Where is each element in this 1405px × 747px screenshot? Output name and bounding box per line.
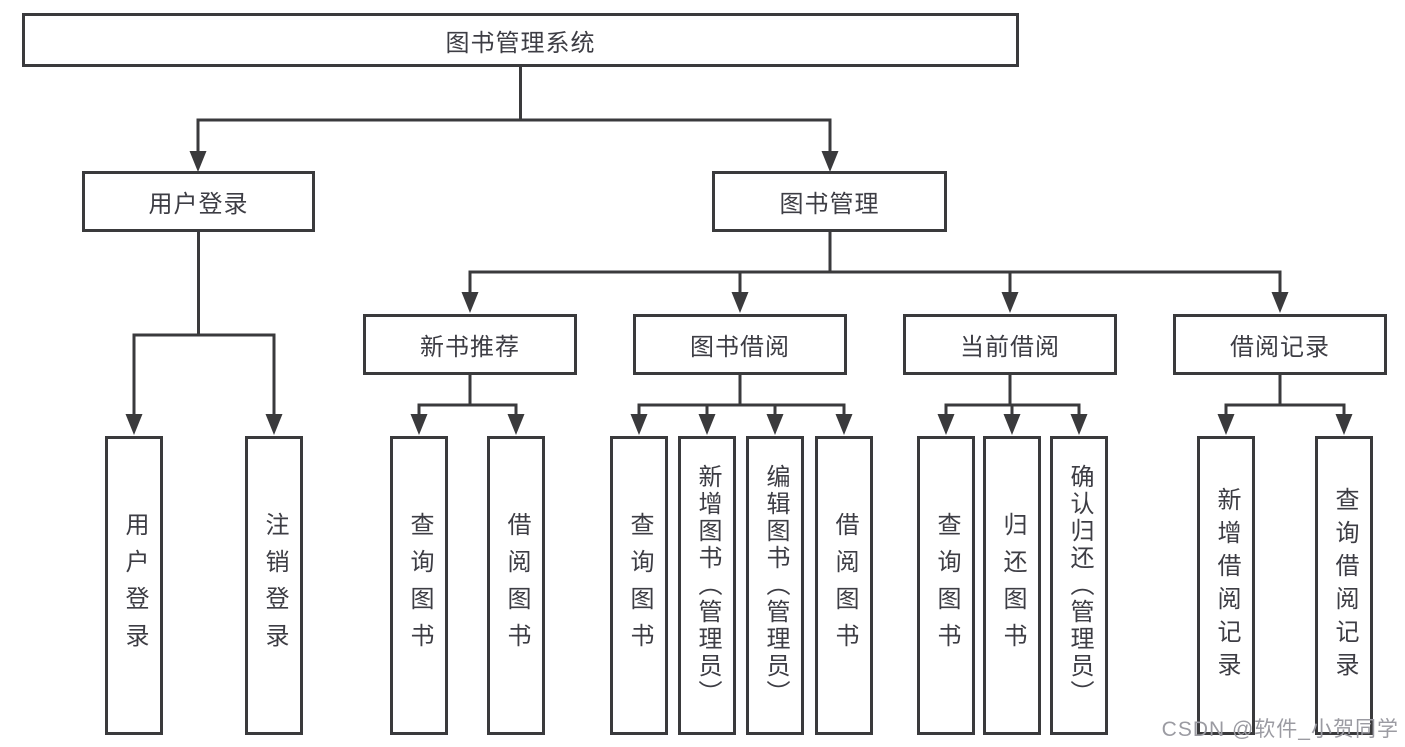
leaf-edit-books-admin: 编辑图书（管理员） (746, 436, 804, 735)
leaf-borrow-books-recommend: 借阅图书 (487, 436, 545, 735)
leaf-query-books-recommend: 查询图书 (390, 436, 448, 735)
node-label: 查询借阅记录 (1331, 486, 1358, 685)
node-borrowing-records: 借阅记录 (1173, 314, 1387, 375)
node-label: 新增图书（管理员） (694, 464, 721, 707)
node-label: 查询图书 (933, 511, 960, 660)
node-label: 图书借阅 (690, 334, 790, 361)
node-label: 借阅图书 (831, 511, 858, 660)
leaf-return-books: 归还图书 (983, 436, 1041, 735)
node-label: 借阅记录 (1230, 334, 1330, 361)
node-new-book-recommend: 新书推荐 (363, 314, 577, 375)
node-label: 查询图书 (626, 511, 653, 660)
node-label: 当前借阅 (960, 334, 1060, 361)
node-label: 图书管理 (779, 191, 880, 218)
node-label: 用户登录 (121, 511, 148, 660)
node-user-login: 用户登录 (82, 171, 315, 232)
node-label: 归还图书 (999, 511, 1026, 660)
node-book-management: 图书管理 (712, 171, 947, 232)
leaf-query-borrow-record: 查询借阅记录 (1315, 436, 1373, 735)
node-label: 新增借阅记录 (1213, 486, 1240, 685)
node-library-management-system: 图书管理系统 (22, 13, 1019, 67)
node-label: 用户登录 (148, 191, 249, 218)
node-label: 新书推荐 (420, 334, 520, 361)
node-label: 借阅图书 (503, 511, 530, 660)
leaf-add-borrow-record: 新增借阅记录 (1197, 436, 1255, 735)
leaf-add-books-admin: 新增图书（管理员） (678, 436, 736, 735)
leaf-borrow-books: 借阅图书 (815, 436, 873, 735)
node-label: 确认归还（管理员） (1066, 464, 1093, 707)
node-label: 图书管理系统 (445, 29, 596, 57)
node-book-borrowing: 图书借阅 (633, 314, 847, 375)
leaf-logout: 注销登录 (245, 436, 303, 735)
leaf-user-login: 用户登录 (105, 436, 163, 735)
node-label: 编辑图书（管理员） (762, 464, 789, 707)
csdn-watermark: CSDN @软件_小贺同学 (1161, 718, 1399, 741)
node-label: 注销登录 (261, 511, 288, 660)
leaf-query-books-borrow: 查询图书 (610, 436, 668, 735)
node-current-borrowing: 当前借阅 (903, 314, 1117, 375)
node-label: 查询图书 (406, 511, 433, 660)
leaf-confirm-return-admin: 确认归还（管理员） (1050, 436, 1108, 735)
leaf-query-books-current: 查询图书 (917, 436, 975, 735)
